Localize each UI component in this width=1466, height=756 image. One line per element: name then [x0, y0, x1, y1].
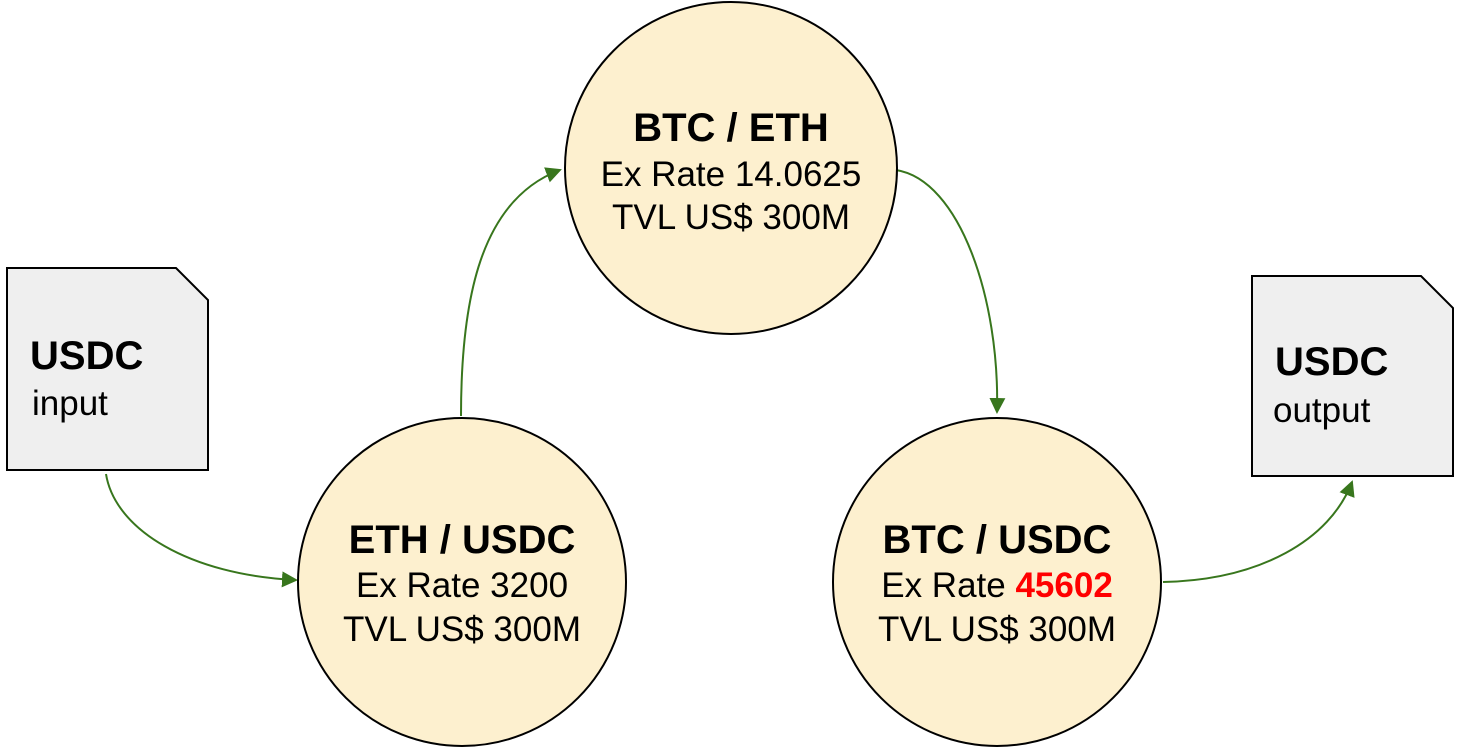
output-document-title: USDC: [1275, 340, 1388, 384]
pool-btc-usdc-circle: [832, 417, 1162, 747]
input-document-shape: [6, 267, 209, 471]
pool-eth-usdc-rate-value: 3200: [490, 566, 568, 605]
pool-btc-eth-circle: [564, 1, 898, 335]
edge-btc-usdc-to-output: [1162, 480, 1355, 583]
input-document-title: USDC: [30, 334, 143, 378]
output-document-subtitle: output: [1273, 391, 1371, 430]
pool-btc-eth-rate: Ex Rate 14.0625: [601, 155, 862, 194]
pool-eth-usdc-tvl: TVL US$ 300M: [343, 610, 581, 649]
input-document-subtitle: input: [32, 384, 108, 423]
edge-eth-usdc-to-btc-eth: [460, 167, 562, 417]
input-document: USDC input: [6, 267, 209, 471]
pool-btc-usdc: BTC / USDC Ex Rate 45602 TVL US$ 300M: [832, 417, 1162, 747]
pool-eth-usdc-rate: Ex Rate 3200: [356, 566, 568, 605]
pool-btc-usdc-tvl: TVL US$ 300M: [878, 610, 1116, 649]
pool-eth-usdc: ETH / USDC Ex Rate 3200 TVL US$ 300M: [297, 417, 627, 747]
pool-btc-eth-rate-label: Ex Rate: [601, 155, 726, 194]
edge-input-to-eth-usdc: [105, 473, 298, 588]
pool-btc-usdc-rate: Ex Rate 45602: [881, 566, 1113, 605]
pool-btc-usdc-rate-label: Ex Rate: [881, 566, 1006, 605]
output-document: USDC output: [1251, 275, 1454, 477]
output-document-shape: [1251, 275, 1454, 477]
pool-btc-usdc-rate-value: 45602: [1015, 566, 1112, 605]
pool-eth-usdc-pair: ETH / USDC: [349, 518, 576, 562]
pool-btc-eth: BTC / ETH Ex Rate 14.0625 TVL US$ 300M: [564, 1, 898, 335]
pool-eth-usdc-rate-label: Ex Rate: [356, 566, 481, 605]
pool-eth-usdc-circle: [297, 417, 627, 747]
edge-btc-eth-to-btc-usdc: [895, 169, 1006, 414]
pool-btc-eth-tvl: TVL US$ 300M: [612, 198, 850, 237]
pool-btc-eth-rate-value: 14.0625: [735, 155, 862, 194]
pool-btc-eth-pair: BTC / ETH: [633, 106, 829, 150]
pool-btc-usdc-pair: BTC / USDC: [883, 518, 1112, 562]
